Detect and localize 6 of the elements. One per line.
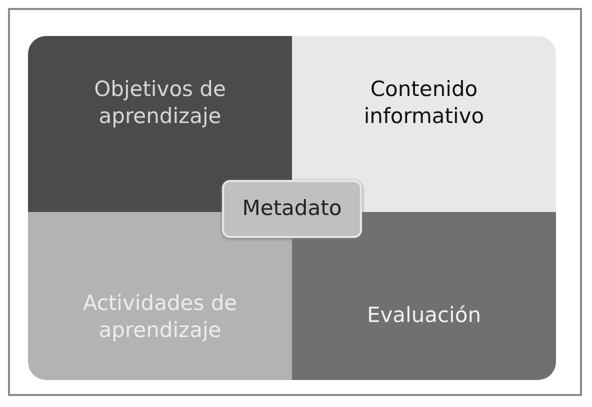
box-label: Metadato — [241, 195, 343, 222]
box-label: Evaluación — [366, 302, 482, 329]
box-label: Actividades de aprendizaje — [82, 290, 238, 344]
box-label: Contenido informativo — [362, 76, 486, 130]
box-label: Objetivos de aprendizaje — [93, 76, 227, 130]
center-box — [222, 180, 362, 238]
